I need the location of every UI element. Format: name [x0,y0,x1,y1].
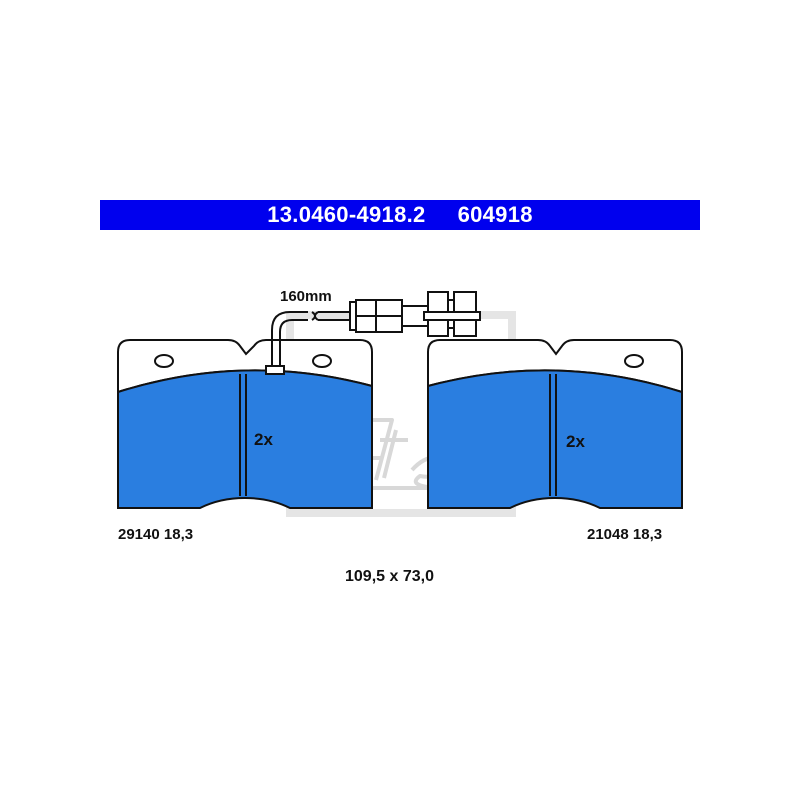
mounting-hole-left [154,354,174,368]
sensor-wire [279,319,308,366]
part-number: 13.0460-4918.2 [267,202,426,227]
mounting-hole-right [312,354,332,368]
pad-code-right: 21048 18,3 [587,526,663,543]
reference-number: 604918 [457,202,533,227]
sensor-clip [265,365,285,375]
dimensions-label: 109,5 x 73,0 [345,568,434,585]
brake-pad-left [117,339,373,509]
pad-code-left: 29140 18,3 [118,526,194,543]
wire-break-mark [314,311,319,321]
title-bar: 13.0460-4918.2 604918 [100,200,700,230]
pad-quantity-right: 2x [566,432,585,451]
mounting-hole-right [624,354,644,368]
cable-length-label: 160mm [280,288,332,305]
wear-sensor [265,291,481,375]
pad-quantity-left: 2x [254,430,273,449]
sensor-wire [271,311,308,366]
brake-pad-right [427,339,683,509]
